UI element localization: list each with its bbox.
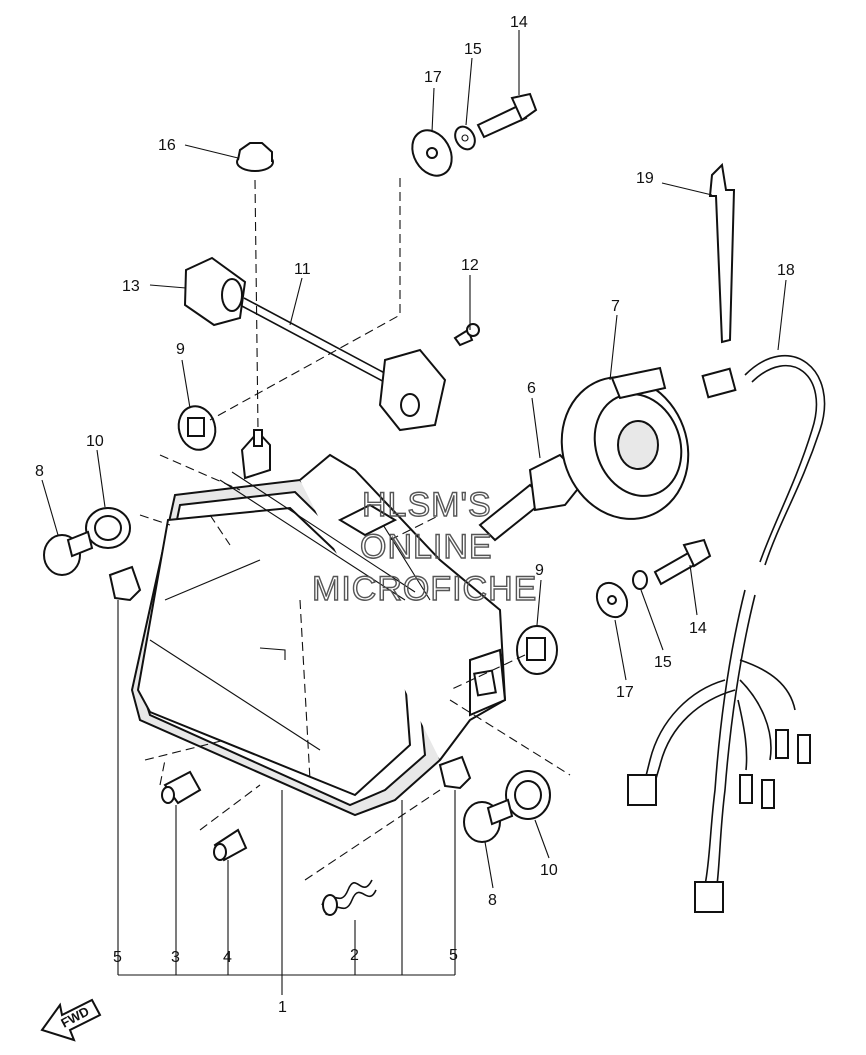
spring-washer-lower: [632, 570, 648, 590]
bulb-cover: [560, 366, 690, 520]
watermark: HLSM'S ONLINE MICROFICHE: [311, 485, 537, 608]
callout-14-lower: 14: [689, 620, 707, 637]
spring: [321, 879, 377, 916]
callout-6: 6: [527, 380, 536, 397]
washer-lower: [595, 581, 629, 619]
grommet-left: [177, 405, 217, 451]
watermark-line-1: HLSM'S: [362, 486, 492, 524]
washer-upper: [411, 129, 453, 177]
wire-lead: [701, 354, 826, 566]
bolt-lower: [653, 538, 712, 586]
headlight-unit: [130, 429, 507, 817]
callout-3: 3: [171, 949, 180, 966]
callout-11: 11: [294, 261, 311, 278]
callout-17-lower: 17: [616, 684, 634, 701]
callout-18: 18: [777, 262, 795, 279]
callout-8-right: 8: [488, 892, 497, 909]
callout-4: 4: [223, 949, 232, 966]
grommet-right: [516, 625, 558, 675]
callout-8-left: 8: [35, 463, 44, 480]
callout-10-left: 10: [86, 433, 104, 450]
collar-right: [505, 770, 551, 820]
adjuster-bolt: [161, 770, 202, 805]
nut: [213, 828, 248, 862]
callout-1: 1: [278, 999, 287, 1016]
callout-17-upper: 17: [424, 69, 442, 86]
adjusting-screw-assembly: [183, 256, 447, 432]
watermark-line-3: MICROFICHE: [312, 570, 537, 608]
clip-right: [438, 755, 472, 790]
callout-13: 13: [122, 278, 140, 295]
callout-labels: 14 15 17 16 13 11 12 19 18 9 7 6 10 8 9 …: [35, 14, 795, 1016]
watermark-line-2: ONLINE: [360, 528, 493, 566]
collar-left: [85, 507, 131, 549]
callout-5-left: 5: [113, 949, 122, 966]
callout-10-right: 10: [540, 862, 558, 879]
clip-left: [108, 565, 142, 602]
small-screw: [453, 323, 480, 347]
callout-7: 7: [611, 298, 620, 315]
callout-14-upper: 14: [510, 14, 528, 31]
callout-9-left: 9: [176, 341, 185, 358]
callout-15-upper: 15: [464, 41, 482, 58]
callout-19: 19: [636, 170, 654, 187]
rubber-damper: [236, 142, 274, 172]
knob-right: [463, 798, 514, 843]
bolt-upper: [476, 92, 538, 139]
assembly-lines: [139, 178, 571, 881]
leader-lines: [41, 30, 787, 995]
knob-left: [43, 530, 94, 576]
callout-12: 12: [461, 257, 479, 274]
callout-16: 16: [158, 137, 176, 154]
callout-2: 2: [350, 947, 359, 964]
callout-9-right: 9: [535, 562, 544, 579]
wire-harness: [627, 589, 811, 913]
cable-tie: [708, 162, 736, 344]
fwd-arrow: FWD: [40, 998, 102, 1042]
spring-washer-upper: [454, 125, 476, 151]
callout-5-right: 5: [449, 947, 458, 964]
callout-15-lower: 15: [654, 654, 672, 671]
